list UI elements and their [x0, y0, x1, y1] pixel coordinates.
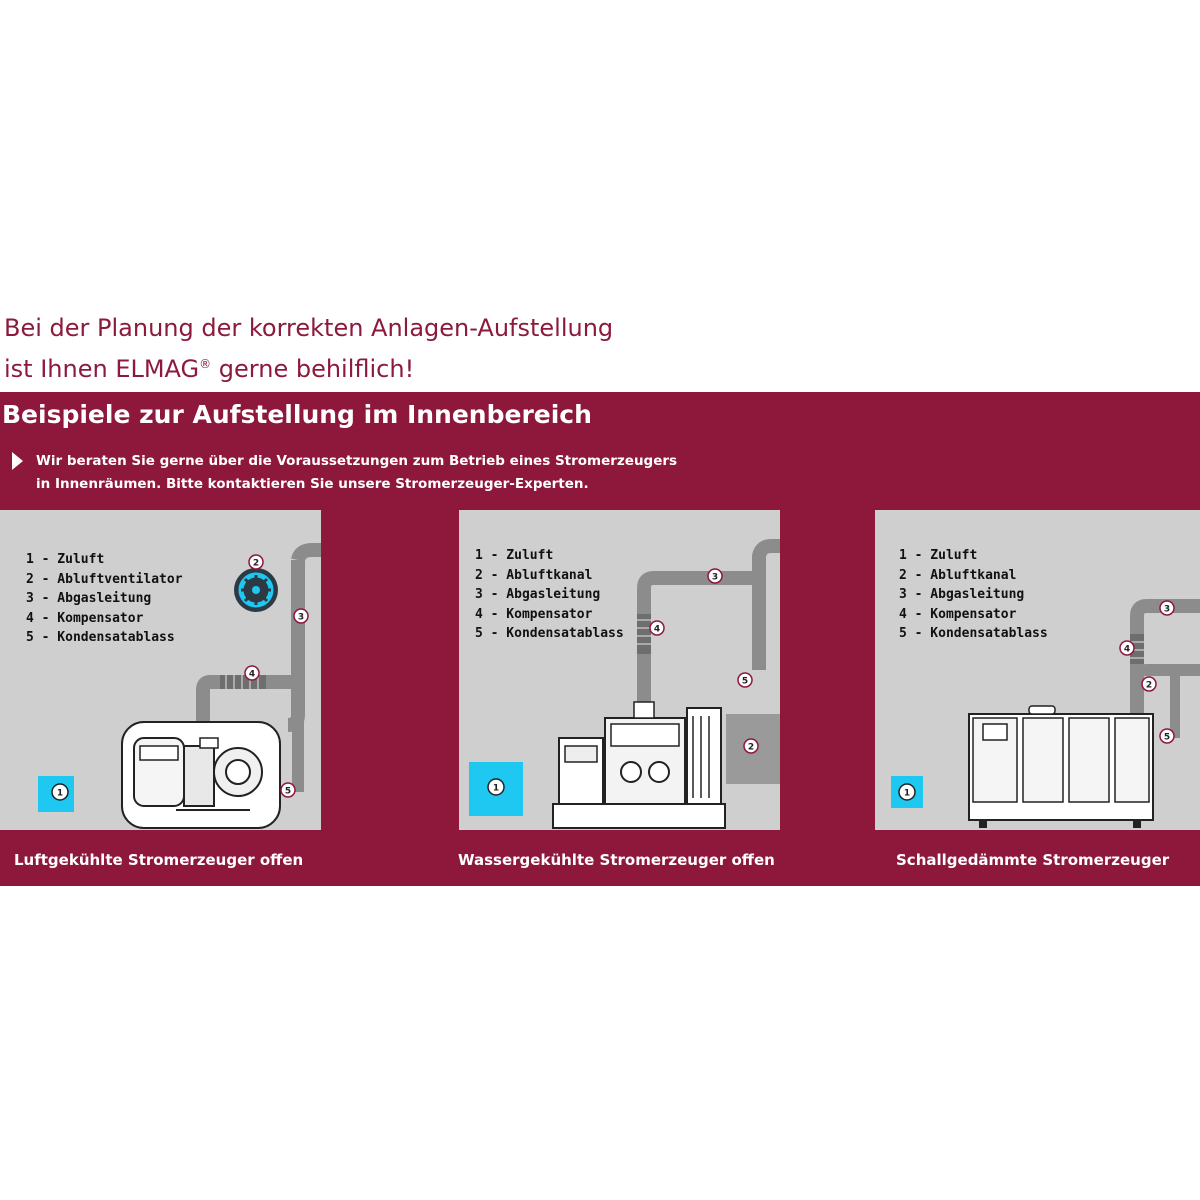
marker-2: 2 — [1141, 676, 1157, 692]
svg-text:2: 2 — [748, 743, 754, 753]
registered-mark: ® — [199, 357, 212, 371]
svg-text:3: 3 — [712, 573, 718, 583]
svg-text:4: 4 — [654, 625, 660, 635]
legend-item: 2 - Abluftkanal — [475, 567, 593, 583]
svg-text:3: 3 — [298, 613, 304, 623]
exhaust-pipe — [637, 539, 780, 708]
exhaust-pipe — [196, 543, 321, 792]
arrow-right-icon — [12, 452, 23, 470]
svg-text:2: 2 — [253, 559, 259, 569]
svg-text:3: 3 — [1164, 605, 1170, 615]
marker-1: 1 — [487, 778, 505, 796]
panel-water-cooled: 1 2 3 4 5 1 - Zuluft 2 - Abluftkanal 3 - Abg… — [459, 510, 780, 830]
headline-line-2: ist Ihnen ELMAG® gerne behilflich! — [4, 346, 613, 387]
legend-item: 3 - Abgasleitung — [475, 587, 601, 602]
svg-text:5: 5 — [285, 787, 291, 797]
exhaust-pipe — [1130, 599, 1200, 738]
svg-text:5: 5 — [1164, 733, 1170, 743]
band-intro-line-2: in Innenräumen. Bitte kontaktieren Sie u… — [36, 476, 589, 492]
band-intro-text: Wir beraten Sie gerne über die Vorausset… — [36, 450, 677, 496]
marker-1: 1 — [898, 783, 916, 801]
diagram-air-cooled: 1 2 3 4 5 — [38, 543, 321, 829]
marker-4: 4 — [244, 665, 260, 681]
legend-item: 1 - Zuluft — [26, 552, 105, 567]
svg-text:4: 4 — [1124, 645, 1130, 655]
water-cooled-generator-icon — [552, 701, 726, 829]
caption-soundproof: Schallgedämmte Stromerzeuger — [896, 851, 1170, 869]
svg-text:1: 1 — [493, 784, 499, 794]
legend-item: 1 - Zuluft — [899, 548, 978, 563]
legend-item: 3 - Abgasleitung — [26, 591, 152, 606]
marker-4: 4 — [1119, 640, 1135, 656]
legend-item: 4 - Kompensator — [899, 606, 1017, 622]
marker-4: 4 — [649, 620, 665, 636]
svg-text:2: 2 — [1146, 681, 1152, 691]
marker-3: 3 — [1159, 600, 1175, 616]
marker-2: 2 — [248, 554, 264, 570]
marker-2: 2 — [743, 738, 759, 754]
band-intro-line-1: Wir beraten Sie gerne über die Vorausset… — [36, 453, 678, 469]
marker-5: 5 — [1159, 728, 1175, 744]
compensator — [637, 614, 651, 654]
legend-item: 2 - Abluftkanal — [899, 567, 1017, 583]
panel-soundproof: 1 2 3 4 5 1 - Zuluft 2 - Abluftkanal 3 - Abg… — [875, 510, 1200, 830]
marker-5: 5 — [280, 782, 296, 798]
headline-line-2-post: gerne behilflich! — [211, 355, 415, 383]
panel-air-cooled: 1 2 3 4 5 1 - Zuluft 2 - Abluftventilator 3 … — [0, 510, 321, 830]
marker-1: 1 — [51, 783, 69, 801]
svg-text:1: 1 — [57, 789, 63, 799]
diagram-soundproof: 1 2 3 4 5 — [891, 599, 1200, 828]
marker-3: 3 — [293, 608, 309, 624]
marker-5: 5 — [737, 672, 753, 688]
band-title: Beispiele zur Aufstellung im Innenbereic… — [2, 400, 592, 429]
headline-line-2-pre: ist Ihnen ELMAG — [4, 355, 200, 383]
legend-soundproof: 1 - Zuluft 2 - Abluftkanal 3 - Abgasleit… — [899, 546, 1048, 644]
compensator — [220, 675, 266, 689]
legend-item: 4 - Kompensator — [475, 606, 593, 622]
svg-text:1: 1 — [904, 789, 910, 799]
indoor-setup-band: Beispiele zur Aufstellung im Innenbereic… — [0, 392, 1200, 886]
soundproof-generator-icon — [968, 705, 1154, 828]
legend-item: 4 - Kompensator — [26, 610, 144, 626]
headline-line-1: Bei der Planung der korrekten Anlagen-Au… — [4, 314, 614, 342]
svg-text:5: 5 — [742, 677, 748, 687]
caption-air-cooled: Luftgekühlte Stromerzeuger offen — [14, 851, 304, 869]
air-cooled-generator-icon — [121, 721, 281, 829]
caption-water-cooled: Wassergekühlte Stromerzeuger offen — [458, 851, 775, 869]
legend-item: 5 - Kondensatablass — [26, 630, 175, 645]
svg-text:4: 4 — [249, 670, 255, 680]
legend-item: 1 - Zuluft — [475, 548, 554, 563]
legend-water-cooled: 1 - Zuluft 2 - Abluftkanal 3 - Abgasleit… — [475, 546, 624, 644]
headline: Bei der Planung der korrekten Anlagen-Au… — [4, 310, 613, 387]
fan-icon — [234, 568, 278, 612]
legend-item: 2 - Abluftventilator — [26, 571, 183, 587]
legend-item: 3 - Abgasleitung — [899, 587, 1025, 602]
marker-3: 3 — [707, 568, 723, 584]
legend-item: 5 - Kondensatablass — [899, 626, 1048, 641]
diagram-water-cooled: 1 2 3 4 5 — [469, 539, 780, 829]
legend-air-cooled: 1 - Zuluft 2 - Abluftventilator 3 - Abga… — [26, 550, 183, 648]
legend-item: 5 - Kondensatablass — [475, 626, 624, 641]
